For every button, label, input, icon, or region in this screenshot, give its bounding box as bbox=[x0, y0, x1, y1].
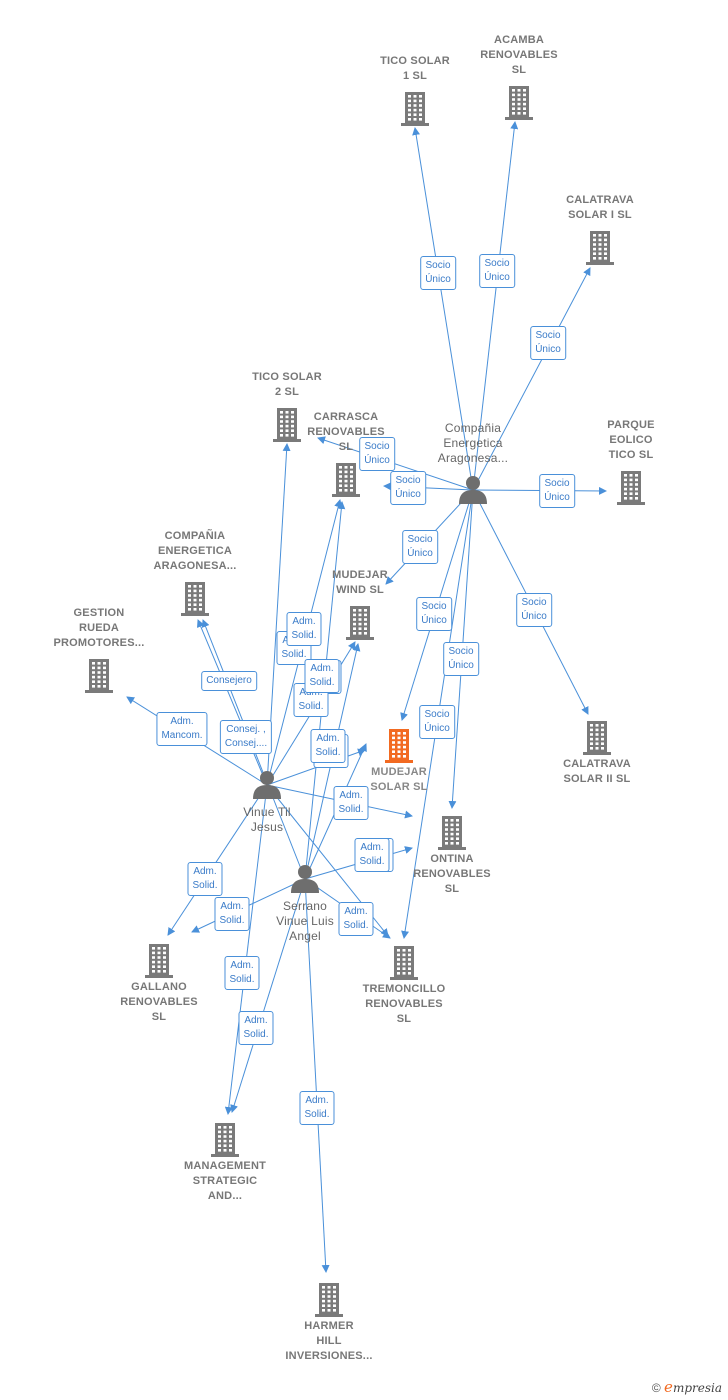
edge-label-compania_p-to-calatrava1[interactable]: Socio Único bbox=[530, 326, 566, 360]
brand-logo: empresia bbox=[664, 1378, 722, 1396]
edge-vinue-to-compania_c bbox=[197, 619, 268, 786]
copyright-symbol: © bbox=[651, 1381, 661, 1395]
edge-label-serrano-to-harmer[interactable]: Adm. Solid. bbox=[299, 1091, 335, 1125]
edge-label-compania_p-to-carrasca[interactable]: Socio Único bbox=[390, 471, 426, 505]
edge-label-compania_p-to-calatrava2[interactable]: Socio Único bbox=[516, 593, 552, 627]
edge-label-vinue-to-compania_c[interactable]: Consejero bbox=[201, 671, 257, 691]
edge-label-serrano-to-carrasca[interactable]: Adm. Solid. bbox=[286, 612, 322, 646]
edge-vinue-to-gallano bbox=[167, 784, 268, 936]
edge-label-compania_p-to-tremoncillo[interactable]: Socio Único bbox=[419, 705, 455, 739]
building-icon-mudejar_solar[interactable] bbox=[385, 729, 413, 763]
edge-label-compania_p-to-parque[interactable]: Socio Único bbox=[539, 474, 575, 508]
edge-label-serrano-to-mudejar_solar[interactable]: Adm. Solid. bbox=[310, 729, 346, 763]
person-icon-vinue[interactable] bbox=[253, 771, 281, 799]
edge-compania_p-to-acamba bbox=[472, 121, 519, 491]
person-icon-compania_p[interactable] bbox=[459, 476, 487, 504]
building-icon-acamba[interactable] bbox=[505, 86, 533, 120]
edge-label-compania_p-to-ontina[interactable]: Socio Único bbox=[443, 642, 479, 676]
edge-compania_p-to-calatrava1 bbox=[472, 267, 591, 491]
edge-compania_p-to-tico1 bbox=[412, 127, 474, 491]
edge-label-serrano-to-tremoncillo[interactable]: Adm. Solid. bbox=[338, 902, 374, 936]
edge-label-vinue-to-management[interactable]: Adm. Solid. bbox=[224, 956, 260, 990]
brand-footer: © empresia bbox=[652, 1378, 722, 1396]
edge-label-serrano-to-management[interactable]: Adm. Solid. bbox=[238, 1011, 274, 1045]
building-icon-tremoncillo[interactable] bbox=[390, 946, 418, 980]
edge-serrano-to-management bbox=[230, 878, 306, 1113]
building-icon-carrasca[interactable] bbox=[332, 463, 360, 497]
building-icon-management[interactable] bbox=[211, 1123, 239, 1157]
edge-label-serrano-to-ontina[interactable]: Adm. Solid. bbox=[354, 838, 390, 872]
edge-label-compania_p-to-mudejar_wind[interactable]: Socio Único bbox=[402, 530, 438, 564]
edge-label-vinue-to-gallano[interactable]: Adm. Solid. bbox=[187, 862, 223, 896]
edge-vinue-to-management bbox=[224, 784, 268, 1115]
building-icon-gallano[interactable] bbox=[145, 944, 173, 978]
edge-label-serrano-to-mudejar_wind[interactable]: Adm. Solid. bbox=[304, 659, 340, 693]
building-icon-gestion[interactable] bbox=[85, 659, 113, 693]
building-icon-calatrava1[interactable] bbox=[586, 231, 614, 265]
edge-compania_p-to-carrasca bbox=[317, 436, 474, 491]
edge-label-compania_p-to-mudejar_solar[interactable]: Socio Único bbox=[416, 597, 452, 631]
edge-serrano-to-harmer bbox=[304, 878, 330, 1273]
edge-label-serrano-to-compania_c[interactable]: Consej. , Consej.... bbox=[219, 720, 273, 754]
edge-label-serrano-to-gallano[interactable]: Adm. Solid. bbox=[214, 897, 250, 931]
edge-label-compania_p-to-tico1[interactable]: Socio Único bbox=[420, 256, 456, 290]
building-icon-harmer[interactable] bbox=[315, 1283, 343, 1317]
building-icon-compania_c[interactable] bbox=[181, 582, 209, 616]
building-icon-mudejar_wind[interactable] bbox=[346, 606, 374, 640]
building-icon-calatrava2[interactable] bbox=[583, 721, 611, 755]
edge-label-compania_p-to-carrasca[interactable]: Socio Único bbox=[359, 437, 395, 471]
person-icon-serrano[interactable] bbox=[291, 865, 319, 893]
edge-label-vinue-to-gestion[interactable]: Adm. Mancom. bbox=[156, 712, 208, 746]
building-icon-tico2[interactable] bbox=[273, 408, 301, 442]
building-icon-tico1[interactable] bbox=[401, 92, 429, 126]
edge-label-compania_p-to-acamba[interactable]: Socio Único bbox=[479, 254, 515, 288]
edge-label-vinue-to-ontina[interactable]: Adm. Solid. bbox=[333, 786, 369, 820]
building-icon-parque[interactable] bbox=[617, 471, 645, 505]
building-icon-ontina[interactable] bbox=[438, 816, 466, 850]
